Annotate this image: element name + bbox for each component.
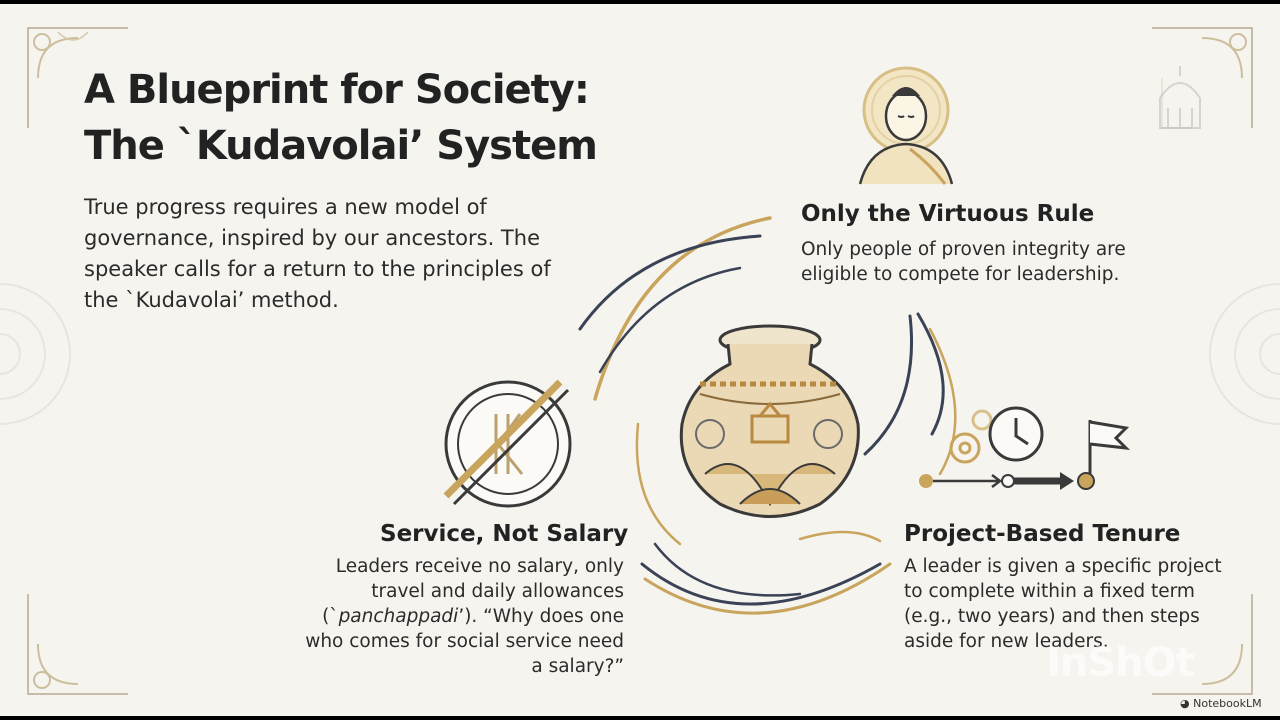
crossed-coin-icon — [443, 379, 572, 508]
mandala-left-icon — [0, 283, 71, 425]
virtuous-rule-body: Only people of proven integrity are elig… — [801, 239, 1126, 285]
illustration — [0, 66, 1280, 615]
project-tenure-body: A leader is given a specific project to … — [904, 556, 1222, 652]
virtuous-rule-heading: Only the Virtuous Rule — [801, 201, 1095, 227]
corner-ornament-bottom-right-icon — [1152, 594, 1253, 695]
timeline-arrow-icon — [919, 472, 1095, 490]
gear-icon — [949, 409, 993, 464]
service-body-italic: panchappadi — [338, 606, 459, 627]
service-body-part2: ’). “Why does one who comes for social s… — [305, 606, 624, 677]
notebooklm-badge: ◕ NotebookLM — [1180, 697, 1262, 710]
flag-icon — [1088, 420, 1131, 474]
notebooklm-label: NotebookLM — [1193, 697, 1262, 710]
service-not-salary-body: Leaders receive no salary, only travel a… — [300, 554, 624, 679]
corner-ornament-top-left-icon — [27, 27, 128, 128]
inshot-watermark: InShOt — [1046, 640, 1195, 686]
slide-title: A Blueprint for Society: The `Kudavolai’… — [84, 62, 598, 174]
clock-icon — [988, 406, 1044, 462]
slide-title-line1: A Blueprint for Society: — [84, 67, 590, 113]
intro-paragraph: True progress requires a new model of go… — [84, 195, 551, 312]
clay-pot-icon — [679, 324, 860, 518]
service-body-part1: Leaders receive no salary, only travel a… — [322, 556, 624, 627]
notebooklm-logo-icon: ◕ — [1180, 697, 1190, 710]
mandala-right-icon — [1209, 283, 1280, 425]
slide-title-line2: The `Kudavolai’ System — [84, 123, 598, 169]
corner-ornament-top-right-icon — [1152, 27, 1253, 129]
project-tenure-heading: Project-Based Tenure — [904, 521, 1181, 547]
corner-ornament-bottom-left-icon — [27, 594, 128, 695]
buddha-figure-icon — [858, 66, 954, 185]
service-not-salary-heading: Service, Not Salary — [380, 521, 629, 547]
slide: A Blueprint for Society: The `Kudavolai’… — [0, 4, 1280, 716]
cycle-arcs — [578, 216, 957, 615]
temple-icon — [1159, 66, 1201, 129]
